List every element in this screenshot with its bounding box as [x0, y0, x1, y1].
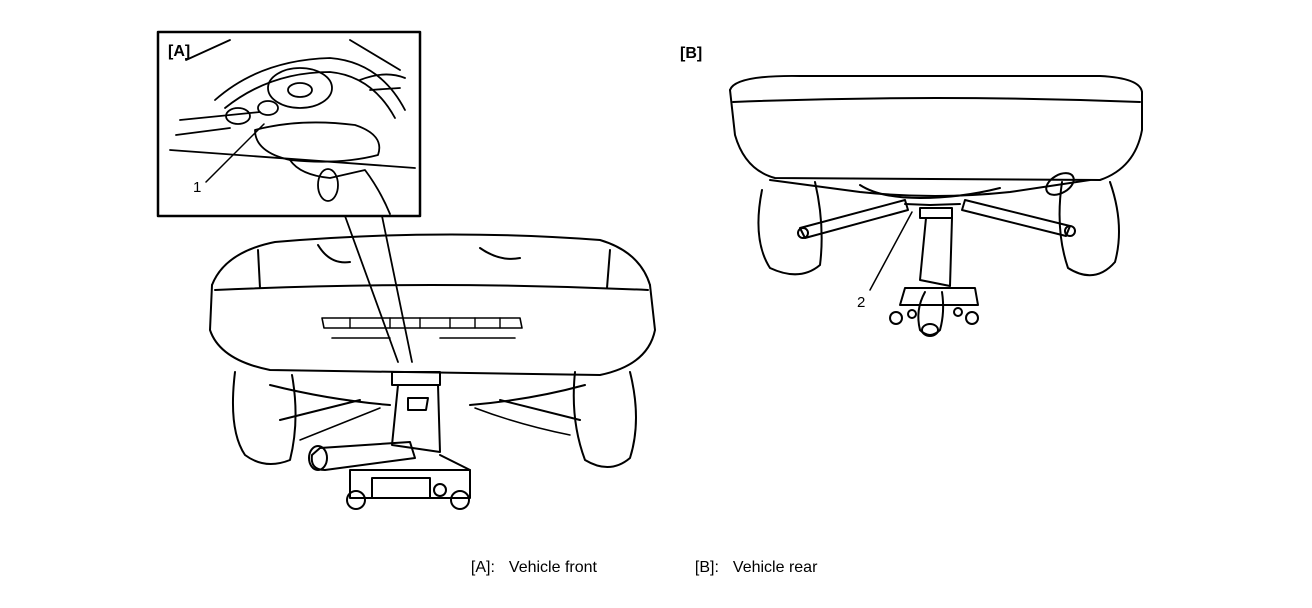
legend-caption-b: Vehicle rear: [732, 559, 818, 576]
legend-key-b: [B]:: [694, 559, 719, 576]
vehicle-rear-jack-icon: [729, 74, 1143, 277]
panel-label-a: [A]: [168, 43, 190, 60]
panel-label-b: [B]: [680, 45, 702, 62]
vehicle-front-illustration: [A] 1: [156, 30, 656, 510]
callout-2: 2: [857, 294, 865, 311]
legend-rear: [B]: Vehicle rear: [686, 541, 818, 577]
legend-front: [A]: Vehicle front: [462, 541, 597, 577]
floor-jack-rear: [889, 207, 979, 337]
vehicle-front-jack-icon: [209, 233, 656, 468]
inset-connector: [344, 215, 413, 363]
callout-leader-1: [205, 123, 265, 183]
detail-inset-box: [156, 30, 422, 218]
floor-jack-front: [308, 371, 471, 510]
callout-1: 1: [193, 179, 201, 196]
callout-leader-2: [869, 211, 913, 291]
legend-caption-a: Vehicle front: [508, 559, 597, 576]
vehicle-rear-illustration: [B] 2: [680, 45, 1143, 337]
jack-point-detail-icon: [169, 39, 416, 215]
legend-key-a: [A]:: [470, 559, 495, 576]
